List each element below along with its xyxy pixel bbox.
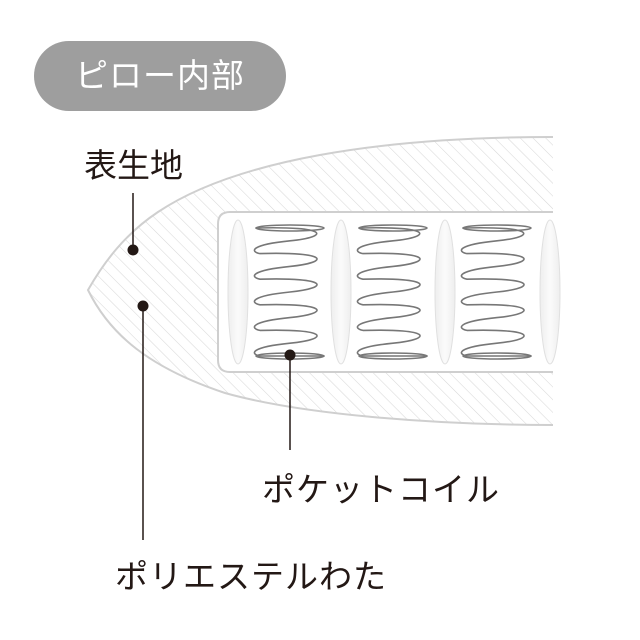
label-cover-fabric: 表生地 — [84, 146, 183, 185]
coil-spring — [356, 226, 428, 357]
pocket-divider — [227, 219, 249, 365]
pocket-divider — [434, 219, 456, 365]
coil-end-ring — [462, 224, 532, 232]
leader-lines — [127, 193, 296, 540]
label-polyester-filling: ポリエステルわた — [115, 557, 387, 596]
pocket-divider — [539, 219, 561, 365]
leader-dot-filling — [137, 300, 149, 312]
coil-end-ring — [462, 352, 532, 360]
section-badge: ピロー内部 — [34, 41, 286, 111]
coil-end-ring — [255, 224, 325, 232]
coil-spring — [253, 226, 325, 357]
leader-dot-cover — [127, 244, 139, 256]
coil-spring — [460, 226, 532, 357]
leader-dot-coil — [284, 349, 296, 361]
coil-end-ring — [358, 224, 428, 232]
label-pocket-coil: ポケットコイル — [262, 470, 500, 509]
coil-block-outline — [217, 211, 553, 373]
coil-end-ring — [358, 352, 428, 360]
coil-springs — [253, 224, 532, 360]
pocket-divider — [330, 219, 352, 365]
pocket-coil-block — [217, 211, 561, 373]
